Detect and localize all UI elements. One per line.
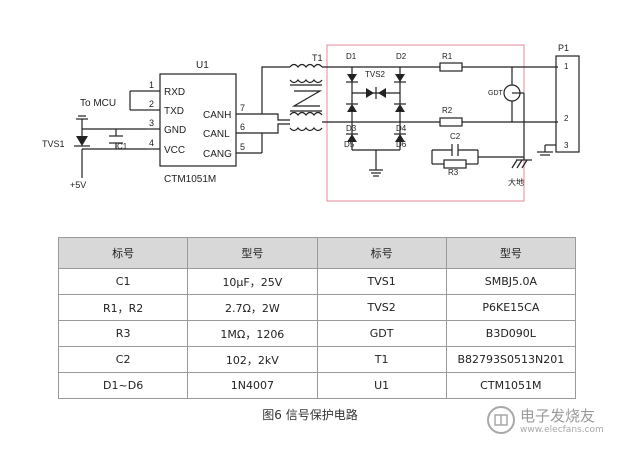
d3-symbol bbox=[347, 104, 357, 112]
table-cell: T1 bbox=[316, 346, 447, 373]
table-cell: C2 bbox=[57, 346, 189, 373]
table-cell: R3 bbox=[57, 320, 189, 347]
header-model-2: 型号 bbox=[445, 237, 577, 269]
r2-symbol bbox=[439, 117, 463, 127]
parts-table: 标号 型号 标号 型号 C1 10μF，25V TVS1 SMBJ5.0A R1… bbox=[57, 237, 577, 399]
table-cell: U1 bbox=[316, 372, 447, 399]
earth-label: 大地 bbox=[508, 177, 524, 187]
d5-symbol bbox=[347, 134, 357, 142]
p1-pin-1: 1 bbox=[564, 62, 569, 71]
d4-symbol bbox=[395, 104, 405, 112]
table-cell: R1，R2 bbox=[57, 294, 189, 321]
table-cell: CTM1051M bbox=[445, 372, 577, 399]
table-cell: 10μF，25V bbox=[187, 268, 318, 295]
pin-3-num: 3 bbox=[149, 118, 154, 128]
table-cell: 1N4007 bbox=[187, 372, 318, 399]
table-row: R3 1MΩ，1206 GDT B3D090L bbox=[57, 320, 577, 347]
table-cell: SMBJ5.0A bbox=[445, 268, 577, 295]
figure-caption: 图6 信号保护电路 bbox=[262, 408, 358, 422]
d1-symbol bbox=[347, 74, 357, 82]
table-cell: P6KE15CA bbox=[445, 294, 577, 321]
d6-symbol bbox=[395, 134, 405, 142]
pin-5-num: 5 bbox=[240, 142, 245, 152]
c1-label: C1 bbox=[117, 142, 128, 151]
tvs1-symbol bbox=[76, 136, 88, 146]
table-cell: B3D090L bbox=[445, 320, 577, 347]
d3-label: D3 bbox=[346, 124, 357, 133]
p1-pin-2: 2 bbox=[564, 114, 569, 123]
table-cell: TVS1 bbox=[316, 268, 447, 295]
p1-connector bbox=[555, 55, 580, 153]
u1-chip bbox=[159, 73, 237, 167]
pin-2-num: 2 bbox=[149, 99, 154, 109]
plus5v-label: +5V bbox=[70, 180, 86, 190]
table-row: R1，R2 2.7Ω，2W TVS2 P6KE15CA bbox=[57, 294, 577, 321]
table-header-row: 标号 型号 标号 型号 bbox=[57, 237, 577, 269]
watermark-logo: 电子发烧友 www.elecfans.com bbox=[486, 405, 606, 439]
table-row: C1 10μF，25V TVS1 SMBJ5.0A bbox=[57, 268, 577, 295]
header-ref-1: 标号 bbox=[57, 237, 189, 269]
p1-pin-3: 3 bbox=[564, 141, 569, 150]
header-model-1: 型号 bbox=[187, 237, 318, 269]
table-row: D1~D6 1N4007 U1 CTM1051M bbox=[57, 372, 577, 399]
pin-gnd: GND bbox=[164, 125, 186, 136]
d1-label: D1 bbox=[346, 52, 357, 61]
pin-6-num: 6 bbox=[240, 122, 245, 132]
table-cell: B82793S0513N201 bbox=[445, 346, 577, 373]
c2-label: C2 bbox=[450, 132, 461, 141]
d6-label: D6 bbox=[396, 140, 407, 149]
watermark-en: www.elecfans.com bbox=[520, 425, 604, 435]
schematic-diagram: U1 CTM1051M 1 2 3 4 RXD TXD GND VCC CANH… bbox=[42, 43, 580, 202]
to-mcu-label: To MCU bbox=[80, 98, 116, 109]
pin-canl: CANL bbox=[203, 129, 230, 140]
t1-coil-bottom bbox=[289, 127, 323, 132]
pin-1-num: 1 bbox=[149, 80, 154, 90]
t1-wire-h bbox=[261, 66, 290, 114]
u1-label: U1 bbox=[196, 60, 209, 71]
pin-canh: CANH bbox=[203, 110, 231, 121]
chip-name: CTM1051M bbox=[164, 174, 216, 185]
table-row: C2 102，2kV T1 B82793S0513N201 bbox=[57, 346, 577, 373]
r1-symbol bbox=[439, 62, 463, 72]
table-cell: D1~D6 bbox=[57, 372, 189, 399]
table-cell: GDT bbox=[316, 320, 447, 347]
tvs2-symbol bbox=[366, 88, 374, 98]
pin-7-num: 7 bbox=[240, 103, 245, 113]
r3-label: R3 bbox=[448, 168, 459, 177]
pin-rxd: RXD bbox=[164, 87, 185, 98]
t1-label: T1 bbox=[312, 53, 323, 63]
table-cell: TVS2 bbox=[316, 294, 447, 321]
p1-label: P1 bbox=[558, 43, 569, 53]
earth-symbol bbox=[511, 159, 518, 169]
tvs2-label: TVS2 bbox=[365, 70, 386, 79]
r1-label: R1 bbox=[442, 52, 453, 61]
pin-vcc: VCC bbox=[164, 145, 185, 156]
pin-cang: CANG bbox=[203, 149, 232, 160]
table-cell: 1MΩ，1206 bbox=[187, 320, 318, 347]
r2-label: R2 bbox=[442, 106, 453, 115]
d2-label: D2 bbox=[396, 52, 407, 61]
d2-symbol bbox=[395, 74, 405, 82]
table-cell: 102，2kV bbox=[187, 346, 318, 373]
watermark-icon bbox=[487, 406, 515, 434]
gdt-label: GDT bbox=[488, 90, 504, 97]
d4-label: D4 bbox=[396, 124, 407, 133]
header-ref-2: 标号 bbox=[316, 237, 447, 269]
watermark-cn: 电子发烧友 bbox=[520, 407, 596, 425]
tvs1-label: TVS1 bbox=[42, 139, 65, 149]
table-cell: 2.7Ω，2W bbox=[187, 294, 318, 321]
table-cell: C1 bbox=[57, 268, 189, 295]
r3-symbol bbox=[443, 159, 467, 169]
t1-coil-top bbox=[289, 63, 323, 68]
pin-4-num: 4 bbox=[149, 138, 154, 148]
protection-frame bbox=[326, 44, 525, 202]
pin-txd: TXD bbox=[164, 106, 184, 117]
d5-label: D5 bbox=[344, 140, 355, 149]
